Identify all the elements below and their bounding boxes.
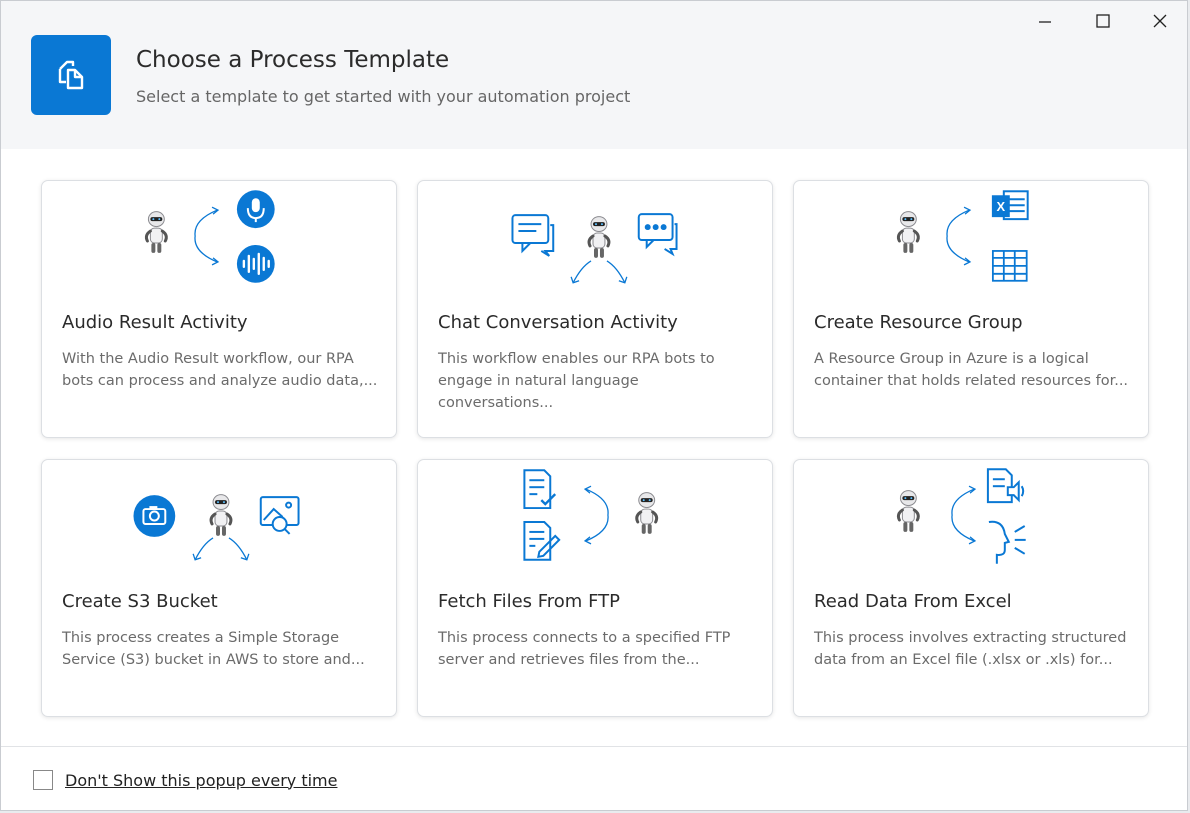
card-illustration xyxy=(144,190,275,283)
card-description: This process creates a Simple Storage Se… xyxy=(62,630,365,668)
document-edit-icon xyxy=(523,520,561,561)
robot-icon xyxy=(896,489,920,534)
template-card-create-s3-bucket[interactable]: Create S3 Bucket This process creates a … xyxy=(41,459,397,717)
image-search-icon xyxy=(259,496,300,535)
camera-icon xyxy=(133,495,176,537)
speaking-head-icon xyxy=(988,520,1026,564)
robot-icon xyxy=(144,210,168,255)
card-illustration xyxy=(896,468,1026,564)
card-title: Create Resource Group xyxy=(814,312,1023,333)
card-title: Chat Conversation Activity xyxy=(438,312,678,333)
card-title: Fetch Files From FTP xyxy=(438,591,620,612)
document-check-icon xyxy=(523,469,557,510)
table-icon xyxy=(991,250,1028,282)
card-illustration: X xyxy=(896,190,1029,282)
card-title: Audio Result Activity xyxy=(62,312,248,333)
dialog-title: Choose a Process Template xyxy=(136,47,450,73)
maximize-button[interactable] xyxy=(1085,9,1121,33)
robot-icon xyxy=(587,215,611,260)
card-description: This process involves extracting structu… xyxy=(814,630,1127,668)
excel-icon: X xyxy=(991,190,1029,221)
close-icon xyxy=(1153,14,1167,28)
card-illustration xyxy=(133,493,300,561)
minimize-icon xyxy=(1039,21,1051,23)
dialog-subtitle: Select a template to get started with yo… xyxy=(136,87,631,106)
card-title: Read Data From Excel xyxy=(814,591,1012,612)
robot-icon xyxy=(635,491,659,536)
template-card-read-data-excel[interactable]: Read Data From Excel This process involv… xyxy=(793,459,1149,717)
template-card-create-resource-group[interactable]: X Create Resource Group A Resource Group… xyxy=(793,180,1149,438)
template-card-audio-result[interactable]: Audio Result Activity With the Audio Res… xyxy=(41,180,397,438)
card-description: A Resource Group in Azure is a logical c… xyxy=(814,351,1129,389)
minimize-button[interactable] xyxy=(1027,9,1063,33)
card-illustration xyxy=(523,469,659,561)
template-card-chat-conversation[interactable]: Chat Conversation Activity This workflow… xyxy=(417,180,773,438)
robot-icon xyxy=(896,210,920,255)
chat-icon xyxy=(511,214,555,257)
sound-wave-icon xyxy=(236,244,275,283)
template-card-fetch-files-ftp[interactable]: Fetch Files From FTP This process connec… xyxy=(417,459,773,717)
chat-typing-icon xyxy=(637,213,678,257)
microphone-icon xyxy=(236,190,275,229)
card-description: With the Audio Result workflow, our RPA … xyxy=(62,351,378,389)
robot-icon xyxy=(209,493,233,538)
card-illustration xyxy=(511,213,678,284)
copy-pages-icon xyxy=(31,35,111,115)
dont-show-checkbox[interactable] xyxy=(33,770,53,790)
document-audio-icon xyxy=(986,468,1025,504)
card-description: This process connects to a specified FTP… xyxy=(438,630,731,668)
close-button[interactable] xyxy=(1142,9,1178,33)
dont-show-option[interactable]: Don't Show this popup every time xyxy=(33,770,337,790)
maximize-icon xyxy=(1096,14,1110,28)
card-description: This workflow enables our RPA bots to en… xyxy=(438,351,715,411)
card-title: Create S3 Bucket xyxy=(62,591,218,612)
dialog-header: Choose a Process Template Select a templ… xyxy=(1,1,1187,149)
footer-divider xyxy=(1,746,1187,747)
svg-text:X: X xyxy=(997,199,1006,214)
dont-show-label[interactable]: Don't Show this popup every time xyxy=(65,770,338,790)
